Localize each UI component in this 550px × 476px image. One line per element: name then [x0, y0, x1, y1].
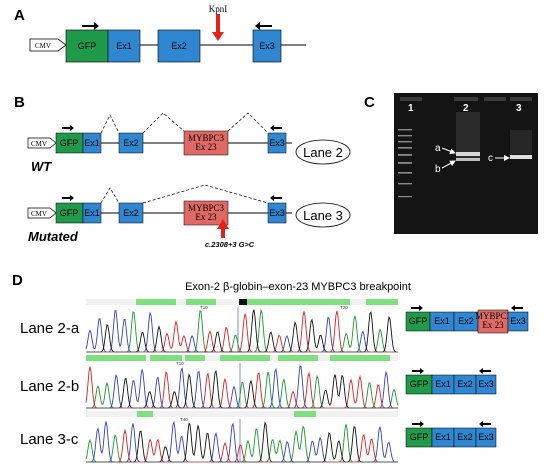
cmv-promoter	[29, 38, 67, 52]
mut-mybpc3	[183, 200, 229, 226]
construct-lane3c: GFP Ex1 Ex2 Ex3	[405, 421, 497, 448]
pos-label-4: T40	[180, 417, 188, 422]
panel-c-label: C	[364, 94, 375, 111]
c1-mybpc3-1: MYBPC3	[475, 311, 512, 321]
gfp-label: GFP	[78, 41, 97, 51]
wt-mybpc3-label1: MYBPC3	[188, 133, 225, 143]
ex3-box	[252, 29, 282, 63]
panel-a-label: A	[14, 7, 25, 24]
wt-ex2-label: Ex2	[123, 138, 139, 148]
ex1-box	[107, 29, 141, 63]
wt-label: WT	[31, 159, 52, 174]
ex1-label: Ex1	[116, 41, 132, 51]
kpni-label: KpnI	[209, 4, 228, 14]
forward-primer-arrow	[82, 22, 99, 30]
lane2-oval	[295, 139, 351, 165]
ex2-label: Ex2	[171, 41, 187, 51]
band-b-label: b	[435, 164, 441, 175]
mut-ex3	[267, 202, 287, 224]
mut-cmv	[27, 207, 57, 219]
c3-ex1: Ex1	[435, 432, 451, 442]
mut-ex1	[82, 202, 102, 224]
band-c	[510, 155, 532, 159]
wt-mybpc3	[183, 130, 229, 156]
mutation-arrow	[217, 219, 229, 238]
c2-ex2: Ex2	[457, 379, 473, 389]
wt-ex1-label: Ex1	[84, 138, 100, 148]
panel-b: B CMV GFP Ex1 Ex2 MYBPC3 Ex 23 Ex3 WT	[14, 94, 351, 249]
gel-lane2-label: 2	[463, 103, 469, 114]
gfp-box	[65, 29, 109, 63]
mutated-label: Mutated	[28, 229, 79, 244]
reverse-primer-arrow	[255, 22, 272, 30]
wt-cmv-label: CMV	[31, 140, 47, 148]
c1-mybpc3-2: Ex 23	[482, 320, 504, 330]
band-c-label: c	[488, 153, 493, 164]
mut-ex2-label: Ex2	[123, 208, 139, 218]
c1-ex3: Ex3	[510, 316, 526, 326]
c1-ex1: Ex1	[434, 316, 450, 326]
mut-ex2	[118, 202, 144, 224]
lane2-oval-label: Lane 2	[303, 145, 343, 160]
panel-d-label: D	[12, 272, 23, 289]
row-label-lane3c: Lane 3-c	[20, 431, 79, 448]
pos-label-3: T10	[176, 361, 184, 366]
wt-ex2	[118, 132, 144, 154]
cmv-label: CMV	[35, 42, 51, 50]
ex2-box	[157, 29, 201, 63]
breakpoint-title: Exon-2 β-globin–exon-23 MYBPC3 breakpoin…	[185, 281, 411, 293]
wt-cmv	[27, 137, 57, 149]
panel-d: D Exon-2 β-globin–exon-23 MYBPC3 breakpo…	[12, 272, 529, 463]
ex3-label: Ex3	[259, 41, 275, 51]
row-label-lane2a: Lane 2-a	[20, 320, 80, 337]
wt-mybpc3-label2: Ex 23	[195, 142, 217, 152]
construct-lane2a: GFP Ex1 Ex2 MYBPC3 Ex 23 Ex3	[405, 305, 529, 334]
mut-cmv-label: CMV	[31, 210, 47, 218]
c3-gfp: GFP	[410, 432, 429, 442]
panel-b-label: B	[14, 94, 25, 111]
panel-a: A CMV GFP Ex1 Ex2 Ex3 KpnI	[14, 4, 306, 63]
chromatogram-lane3c	[85, 411, 398, 463]
c2-ex3: Ex3	[478, 379, 494, 389]
wt-construct: CMV GFP Ex1 Ex2 MYBPC3 Ex 23 Ex3 WT Lane…	[27, 112, 351, 174]
ladder-bands	[398, 129, 412, 198]
band-b	[456, 158, 480, 161]
panel-c: C 1 2 3 a b c	[364, 93, 538, 234]
lane3-oval-label: Lane 3	[303, 208, 343, 223]
kpni-arrow	[212, 14, 224, 41]
band-a	[456, 152, 480, 156]
c3-ex3: Ex3	[478, 432, 494, 442]
wt-gfp-label: GFP	[60, 138, 79, 148]
chromatogram-lane2b	[85, 355, 399, 409]
mutated-construct: CMV GFP Ex1 Ex2 MYBPC3 Ex 23 Ex3 c.2308+…	[27, 184, 351, 249]
c1-gfp: GFP	[409, 316, 428, 326]
lane3-oval	[295, 202, 351, 228]
wt-ex3-label: Ex3	[269, 138, 285, 148]
wt-ex1	[82, 132, 102, 154]
mut-mybpc3-label2: Ex 23	[195, 212, 217, 222]
c2-gfp: GFP	[410, 379, 429, 389]
gel-lane3-label: 3	[516, 103, 522, 114]
mut-ex1-label: Ex1	[84, 208, 100, 218]
chromatogram-lane2a	[85, 299, 398, 353]
mut-gfp-label: GFP	[60, 208, 79, 218]
gel-lane1-label: 1	[408, 103, 414, 114]
c1-ex2: Ex2	[458, 316, 474, 326]
mut-ex3-label: Ex3	[269, 208, 285, 218]
row-label-lane2b: Lane 2-b	[20, 378, 79, 395]
pos-label-1: T10	[200, 305, 208, 310]
wt-ex3	[267, 132, 287, 154]
c3-ex2: Ex2	[457, 432, 473, 442]
pos-label-2: T20	[340, 305, 348, 310]
construct-lane2b: GFP Ex1 Ex2 Ex3	[405, 368, 497, 395]
mut-mybpc3-label1: MYBPC3	[188, 203, 225, 213]
c2-ex1: Ex1	[435, 379, 451, 389]
band-a-label: a	[435, 143, 441, 154]
mutation-label: c.2308+3 G>C	[205, 240, 255, 249]
